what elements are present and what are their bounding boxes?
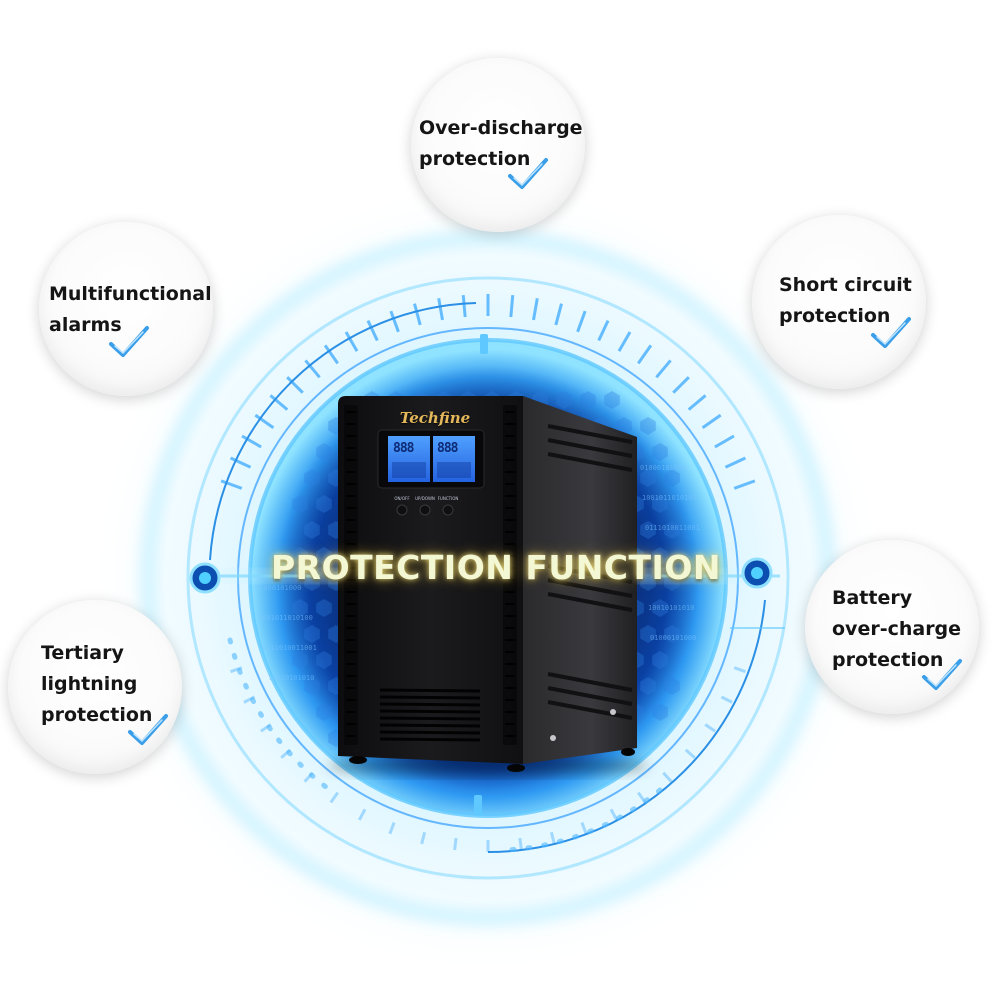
svg-text:01000101000: 01000101000	[255, 584, 301, 592]
svg-text:10010101010: 10010101010	[268, 674, 314, 682]
tick-ring	[220, 294, 756, 852]
svg-text:0111010011001: 0111010011001	[645, 524, 700, 532]
svg-text:1001011010100: 1001011010100	[258, 614, 313, 622]
lcd-right-readout: 888	[437, 441, 459, 456]
function-button[interactable]	[442, 504, 454, 516]
svg-text:01000101000: 01000101000	[650, 634, 696, 642]
lcd-right-screen	[433, 436, 475, 482]
button-label-on-off: ON/OFF	[394, 496, 410, 501]
binary-texture: 01000101000 1001011010100 0111010011001 100…	[255, 464, 700, 682]
headline-title: PROTECTION FUNCTION	[270, 548, 721, 587]
brand-logo-text: Techfine	[399, 409, 471, 427]
lcd-left-readout: 888	[393, 441, 415, 456]
check-mark-icon	[109, 326, 149, 357]
arc-upper-left	[209, 302, 477, 561]
check-mark-icon	[128, 714, 168, 745]
ring-node-icon	[741, 557, 773, 589]
up-down-button[interactable]	[419, 504, 431, 516]
svg-text:1001011010100: 1001011010100	[642, 494, 697, 502]
button-label-up-down: UP/DOWN	[415, 496, 435, 501]
power-button[interactable]	[396, 504, 408, 516]
svg-text:0111010011001: 0111010011001	[262, 644, 317, 652]
check-mark-icon	[871, 317, 911, 348]
button-label-function: FUNCTION	[437, 496, 459, 501]
ups-device	[328, 396, 648, 776]
check-mark-icon	[508, 158, 548, 189]
lcd-left-screen	[388, 436, 430, 482]
ring-node-icon	[189, 562, 221, 594]
svg-text:01000101000: 01000101000	[640, 464, 686, 472]
check-mark-icon	[922, 659, 962, 690]
svg-text:10010101010: 10010101010	[648, 604, 694, 612]
